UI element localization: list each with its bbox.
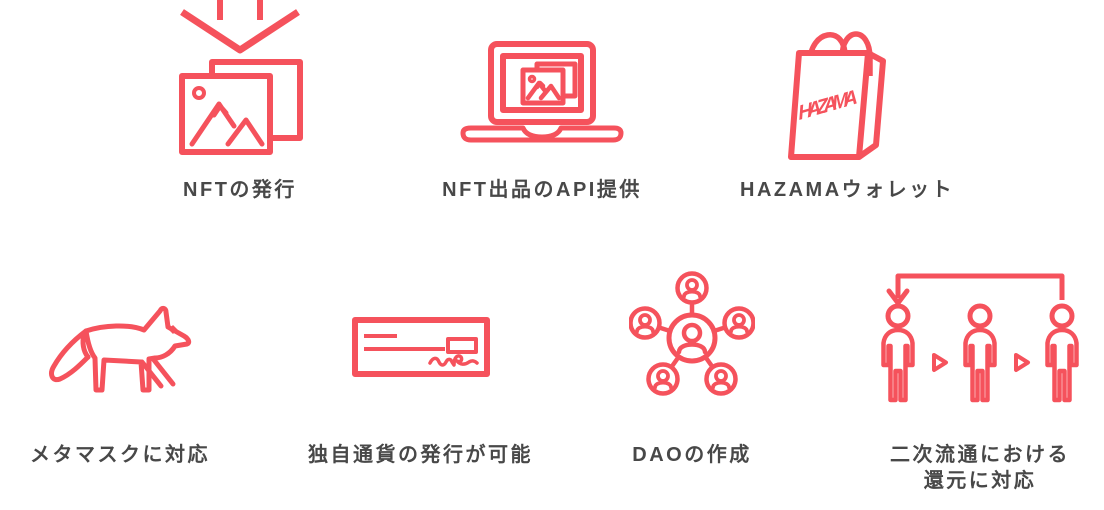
feature-hazama-wallet: HAZAMA HAZAMAウォレット [740,0,955,210]
feature-label-line1: 二次流通における [890,444,1070,466]
bank-check-icon [351,317,490,377]
laptop-image-icon [457,40,627,144]
feature-original-currency: 独自通貨の発行が可能 [308,0,533,510]
feature-label: 独自通貨の発行が可能 [308,444,533,466]
image-download-icon [174,0,306,156]
feature-label: NFT出品のAPI提供 [442,179,642,201]
feature-label: メタマスクに対応 [30,444,210,466]
feature-label: NFTの発行 [183,179,297,201]
feature-nft-mint: NFTの発行 [140,0,340,210]
feature-metamask-support: メタマスクに対応 [15,0,225,510]
feature-label: DAOの作成 [632,444,752,466]
feature-nft-listing-api: NFT出品のAPI提供 [412,0,672,210]
people-flow-icon [877,266,1083,404]
people-network-icon [629,270,755,396]
shopping-bag-icon: HAZAMA [787,18,893,160]
feature-secondary-distribution: 二次流通における 還元に対応 [868,0,1092,510]
feature-dao-creation: DAOの作成 [592,0,792,510]
feature-label: HAZAMAウォレット [740,179,955,201]
feature-label-line2: 還元に対応 [923,470,1037,492]
fox-icon [44,300,196,396]
